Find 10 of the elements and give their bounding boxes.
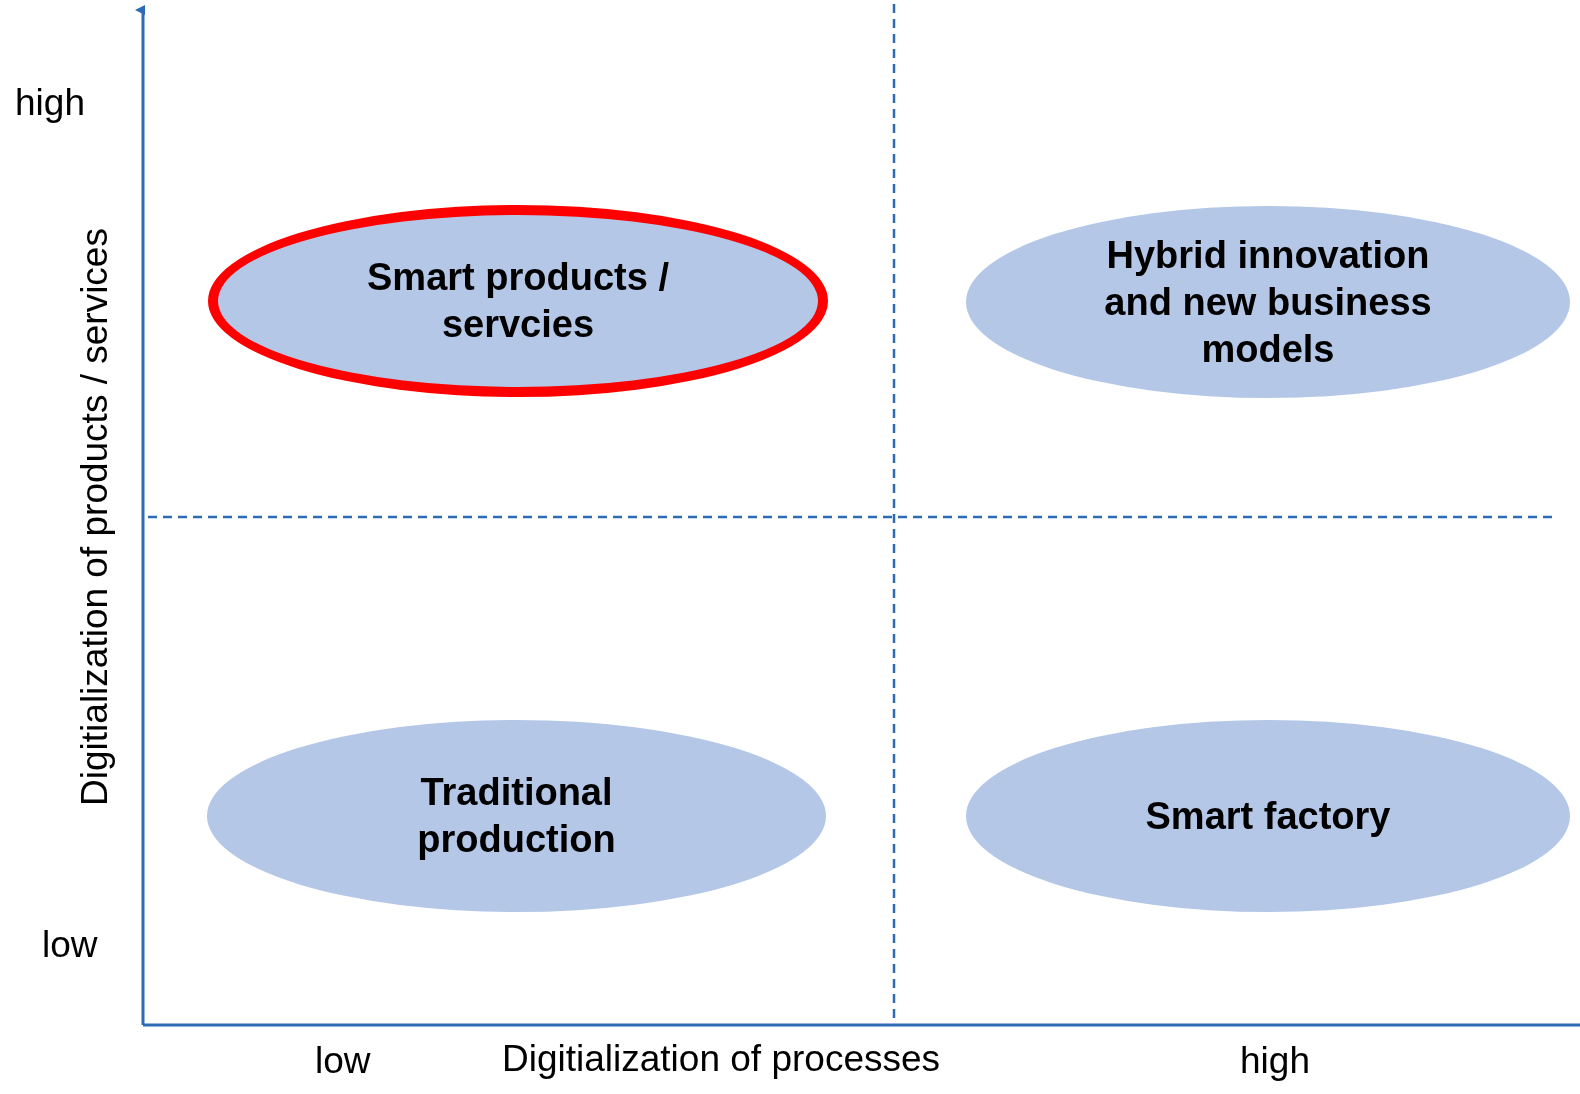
quadrant-label: Traditional production — [416, 770, 617, 862]
quadrant-label: Smart factory — [1145, 793, 1391, 839]
axis-level-label: high — [1240, 1040, 1310, 1082]
axis-level-label: low — [42, 924, 98, 966]
quadrant-label: Smart products / servcies — [366, 255, 670, 347]
quadrant-label: Hybrid innovation and new business models — [1103, 232, 1433, 372]
axis-level-label: high — [15, 82, 85, 124]
axis-title: Digitialization of products / services — [73, 228, 116, 806]
axis-title: Digitialization of processes — [502, 1038, 941, 1080]
axis-level-label: low — [315, 1040, 371, 1082]
